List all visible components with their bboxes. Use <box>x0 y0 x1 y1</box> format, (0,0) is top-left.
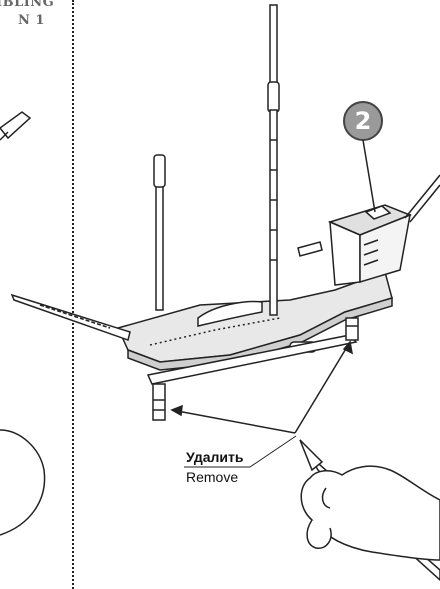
label-leader-line <box>184 435 297 468</box>
heading-line-1: IBLING <box>0 0 55 10</box>
ship-hull <box>116 271 393 371</box>
removal-arrows <box>170 340 354 434</box>
remove-label-ru: Удалить <box>186 449 244 465</box>
heading-line-2: N 1 <box>18 13 45 28</box>
hand-with-knife <box>299 439 440 582</box>
longboat <box>197 300 263 327</box>
base-stand <box>146 317 359 421</box>
previous-step-fragment <box>0 111 46 536</box>
bowsprit <box>10 293 131 341</box>
stern-deck <box>327 174 440 286</box>
step-pointer-line <box>362 139 376 213</box>
column-divider <box>72 0 74 589</box>
remove-label-en: Remove <box>186 469 239 485</box>
step-number: 2 <box>354 107 372 135</box>
masts <box>153 4 280 316</box>
